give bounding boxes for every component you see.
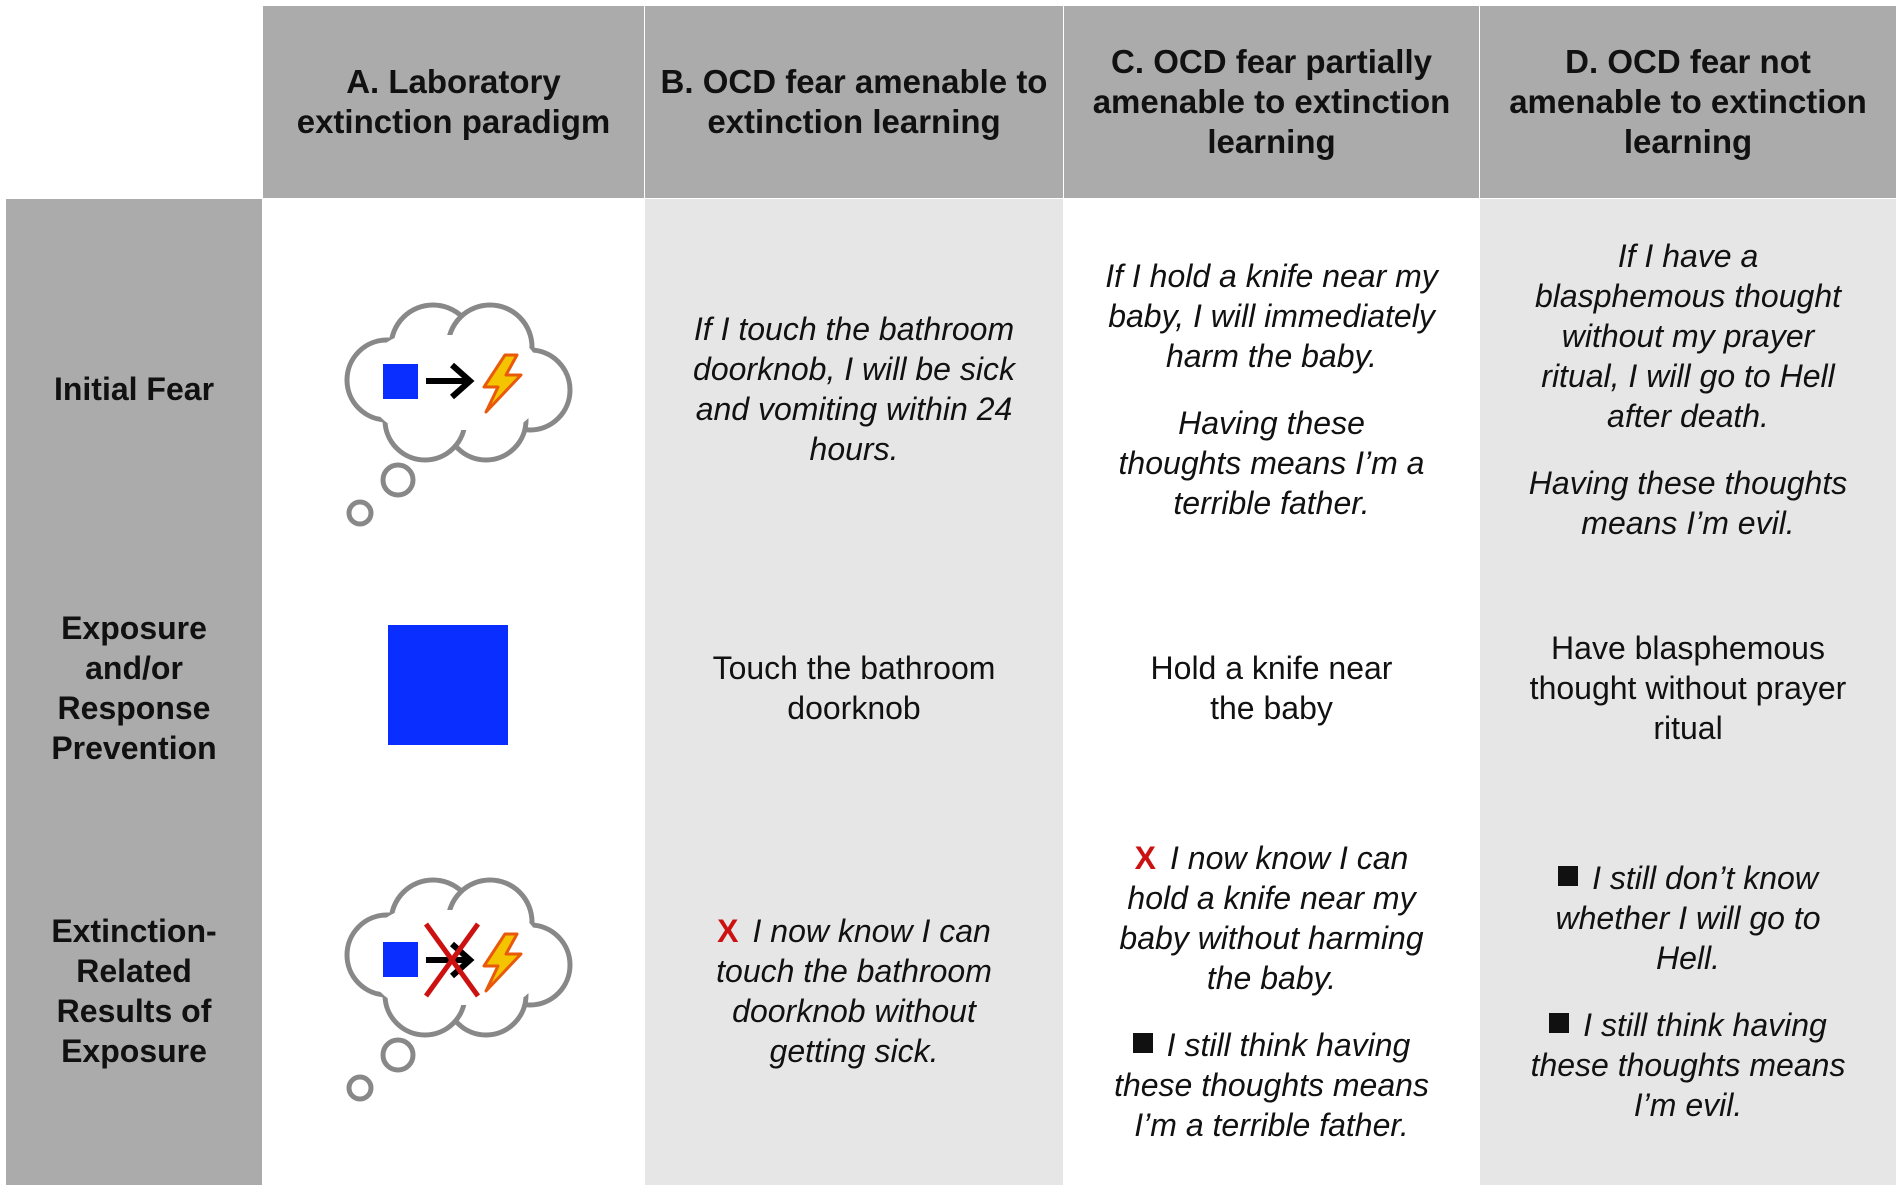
- column-header-d: D. OCD fear not amenable to extinction l…: [1480, 6, 1896, 198]
- results-d-text-1: I still don’t know whether I will go to …: [1555, 859, 1821, 976]
- exposure-d: Have blasphemous thought without prayer …: [1480, 579, 1896, 797]
- initial-fear-c: If I hold a knife near my baby, I will i…: [1064, 199, 1479, 579]
- red-x-marker: X: [717, 913, 739, 949]
- cs-blue-square: [383, 942, 418, 977]
- row-header-results: Extinction-Related Results of Exposure: [6, 797, 262, 1185]
- column-b-body: [645, 199, 1063, 1185]
- column-header-a: A. Laboratory extinction paradigm: [263, 6, 644, 198]
- initial-fear-c-text-2: Having these thoughts means I’m a terrib…: [1118, 404, 1425, 521]
- initial-fear-b: If I touch the bathroom doorknob, I will…: [645, 199, 1063, 579]
- row-header-initial-fear: Initial Fear: [6, 199, 262, 579]
- initial-fear-c-text-1: If I hold a knife near my baby, I will i…: [1105, 257, 1438, 374]
- column-header-b: B. OCD fear amenable to extinction learn…: [645, 6, 1063, 198]
- results-d-text-2: I still think having these thoughts mean…: [1530, 1006, 1846, 1123]
- square-bullet-icon: [1549, 1013, 1570, 1034]
- extinction-thought-illustration: [344, 877, 573, 1102]
- column-header-d-label: D. OCD fear not amenable to extinction l…: [1509, 43, 1867, 160]
- thought-cloud-icon: [344, 877, 573, 1102]
- results-b-text: I now know I can touch the bathroom door…: [716, 913, 992, 1069]
- arrow-right-icon: [426, 362, 475, 400]
- results-d-para-2: I still think having these thoughts mean…: [1524, 1005, 1852, 1125]
- row-header-results-label: Extinction-Related Results of Exposure: [51, 913, 217, 1069]
- exposure-c-text: Hold a knife near the baby: [1150, 650, 1393, 726]
- cs-exposure-square: [388, 625, 508, 745]
- exposure-b: Touch the bathroom doorknob: [645, 579, 1063, 797]
- cs-blue-square: [383, 364, 418, 399]
- lightning-bolt-icon: [482, 353, 523, 414]
- column-c-body: [1064, 199, 1479, 1185]
- initial-fear-b-text: If I touch the bathroom doorknob, I will…: [693, 311, 1015, 467]
- initial-fear-d: If I have a blasphemous thought without …: [1480, 199, 1896, 579]
- red-x-icon: [423, 922, 481, 998]
- column-header-b-label: B. OCD fear amenable to extinction learn…: [660, 63, 1048, 140]
- exposure-c: Hold a knife near the baby: [1064, 579, 1479, 797]
- row-header-initial-fear-label: Initial Fear: [53, 371, 215, 407]
- initial-fear-d-text-1: If I have a blasphemous thought without …: [1535, 237, 1841, 434]
- exposure-b-text: Touch the bathroom doorknob: [712, 650, 996, 726]
- initial-fear-thought-illustration: [344, 302, 573, 527]
- column-header-a-label: A. Laboratory extinction paradigm: [296, 63, 611, 140]
- column-header-c: C. OCD fear partially amenable to extinc…: [1064, 6, 1479, 198]
- exposure-d-text: Have blasphemous thought without prayer …: [1529, 630, 1847, 746]
- initial-fear-d-text-2: Having these thoughts means I’m evil.: [1528, 464, 1848, 541]
- square-bullet-icon: [1132, 1033, 1153, 1054]
- row-header-exposure-label: Exposure and/or Response Prevention: [51, 610, 217, 766]
- results-d-para-1: I still don’t know whether I will go to …: [1524, 858, 1852, 978]
- results-c-text-2: I still think having these thoughts mean…: [1114, 1026, 1429, 1143]
- column-header-c-label: C. OCD fear partially amenable to extinc…: [1092, 43, 1451, 160]
- red-x-marker: X: [1134, 839, 1156, 876]
- results-c-text-1: I now know I can hold a knife near my ba…: [1119, 839, 1424, 996]
- results-c-para-2: I still think having these thoughts mean…: [1094, 1025, 1449, 1145]
- thought-cloud-icon: [344, 302, 573, 527]
- row-header-exposure: Exposure and/or Response Prevention: [6, 579, 262, 797]
- results-d: I still don’t know whether I will go to …: [1480, 797, 1896, 1185]
- square-bullet-icon: [1558, 866, 1579, 887]
- lightning-bolt-icon: [482, 932, 523, 993]
